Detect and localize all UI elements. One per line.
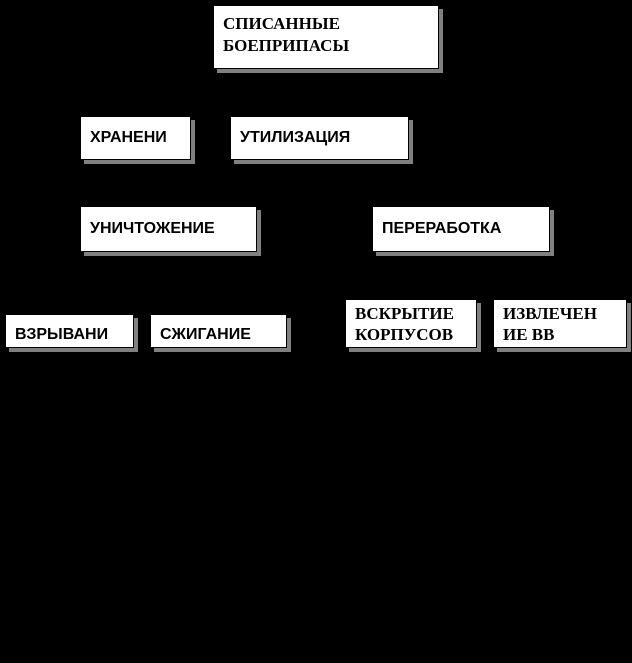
node-utilization: УТИЛИЗАЦИЯ xyxy=(230,116,409,160)
node-label: ХРАНЕНИ xyxy=(90,129,167,146)
node-case-opening: ВСКРЫТИЕ КОРПУСОВ xyxy=(345,299,477,348)
node-label-line2: КОРПУСОВ xyxy=(355,325,454,344)
node-storage: ХРАНЕНИ xyxy=(80,116,191,160)
node-processing: ПЕРЕРАБОТКА xyxy=(372,206,550,252)
node-label: ВЗРЫВАНИ xyxy=(15,326,109,343)
node-label-line1: ВСКРЫТИЕ xyxy=(355,304,454,323)
node-label-line1: СПИСАННЫЕ xyxy=(223,14,340,33)
node-blasting: ВЗРЫВАНИ xyxy=(5,314,134,348)
node-label: СЖИГАНИЕ xyxy=(160,326,251,343)
node-decommissioned-ammunition: СПИСАННЫЕ БОЕПРИПАСЫ xyxy=(213,5,439,69)
node-label-line2: БОЕПРИПАСЫ xyxy=(223,36,350,55)
node-destruction: УНИЧТОЖЕНИЕ xyxy=(80,206,257,252)
node-explosive-extraction: ИЗВЛЕЧЕН ИЕ ВВ xyxy=(493,299,627,348)
node-label: ПЕРЕРАБОТКА xyxy=(382,220,502,237)
node-label: УНИЧТОЖЕНИЕ xyxy=(90,220,215,237)
node-burning: СЖИГАНИЕ xyxy=(150,314,287,348)
node-label-line1: ИЗВЛЕЧЕН xyxy=(503,304,597,323)
node-label: УТИЛИЗАЦИЯ xyxy=(240,129,351,146)
node-label-line2: ИЕ ВВ xyxy=(503,325,555,344)
